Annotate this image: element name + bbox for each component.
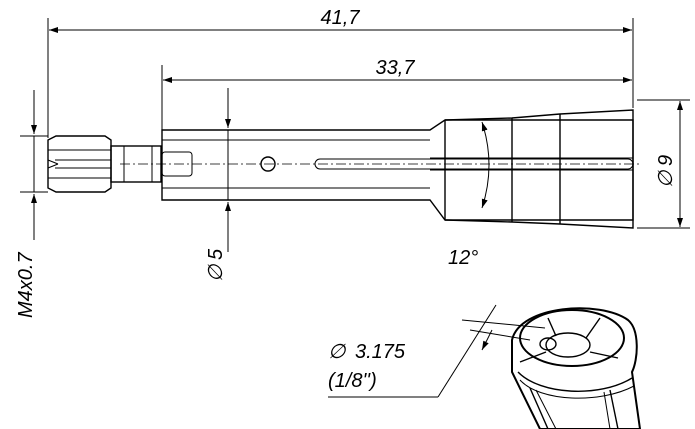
bore-leader: ∅ 3.175 (1/8''): [328, 304, 546, 398]
shank-diameter-label: 5: [205, 248, 227, 260]
dimension-body-length: 33,7: [161, 57, 632, 130]
bore-diameter-label: 3.175: [355, 341, 406, 363]
diameter-symbol-9: ∅: [655, 169, 677, 188]
collet-body: [120, 109, 642, 229]
thread-label: M4x0.7: [15, 252, 37, 318]
diameter-symbol-5: ∅: [205, 263, 227, 282]
svg-text:∅ 3.175: ∅ 3.175: [328, 341, 406, 363]
dimension-overall-length: 41,7: [47, 7, 634, 138]
outer-diameter-label: 9: [655, 155, 677, 166]
body-length-label: 33,7: [376, 57, 416, 79]
collet-isometric-view: [511, 307, 642, 429]
diameter-symbol-bore: ∅: [328, 341, 347, 363]
overall-length-label: 41,7: [321, 7, 361, 29]
taper-angle-label: 12°: [448, 247, 478, 269]
dimension-taper-angle: 12°: [448, 121, 490, 269]
dimension-thread: M4x0.7: [15, 90, 48, 318]
dimension-shank-diameter: ∅ 5: [205, 88, 231, 282]
dimension-outer-diameter: ∅ 9: [637, 99, 690, 229]
bore-inch-label: (1/8''): [328, 370, 377, 392]
